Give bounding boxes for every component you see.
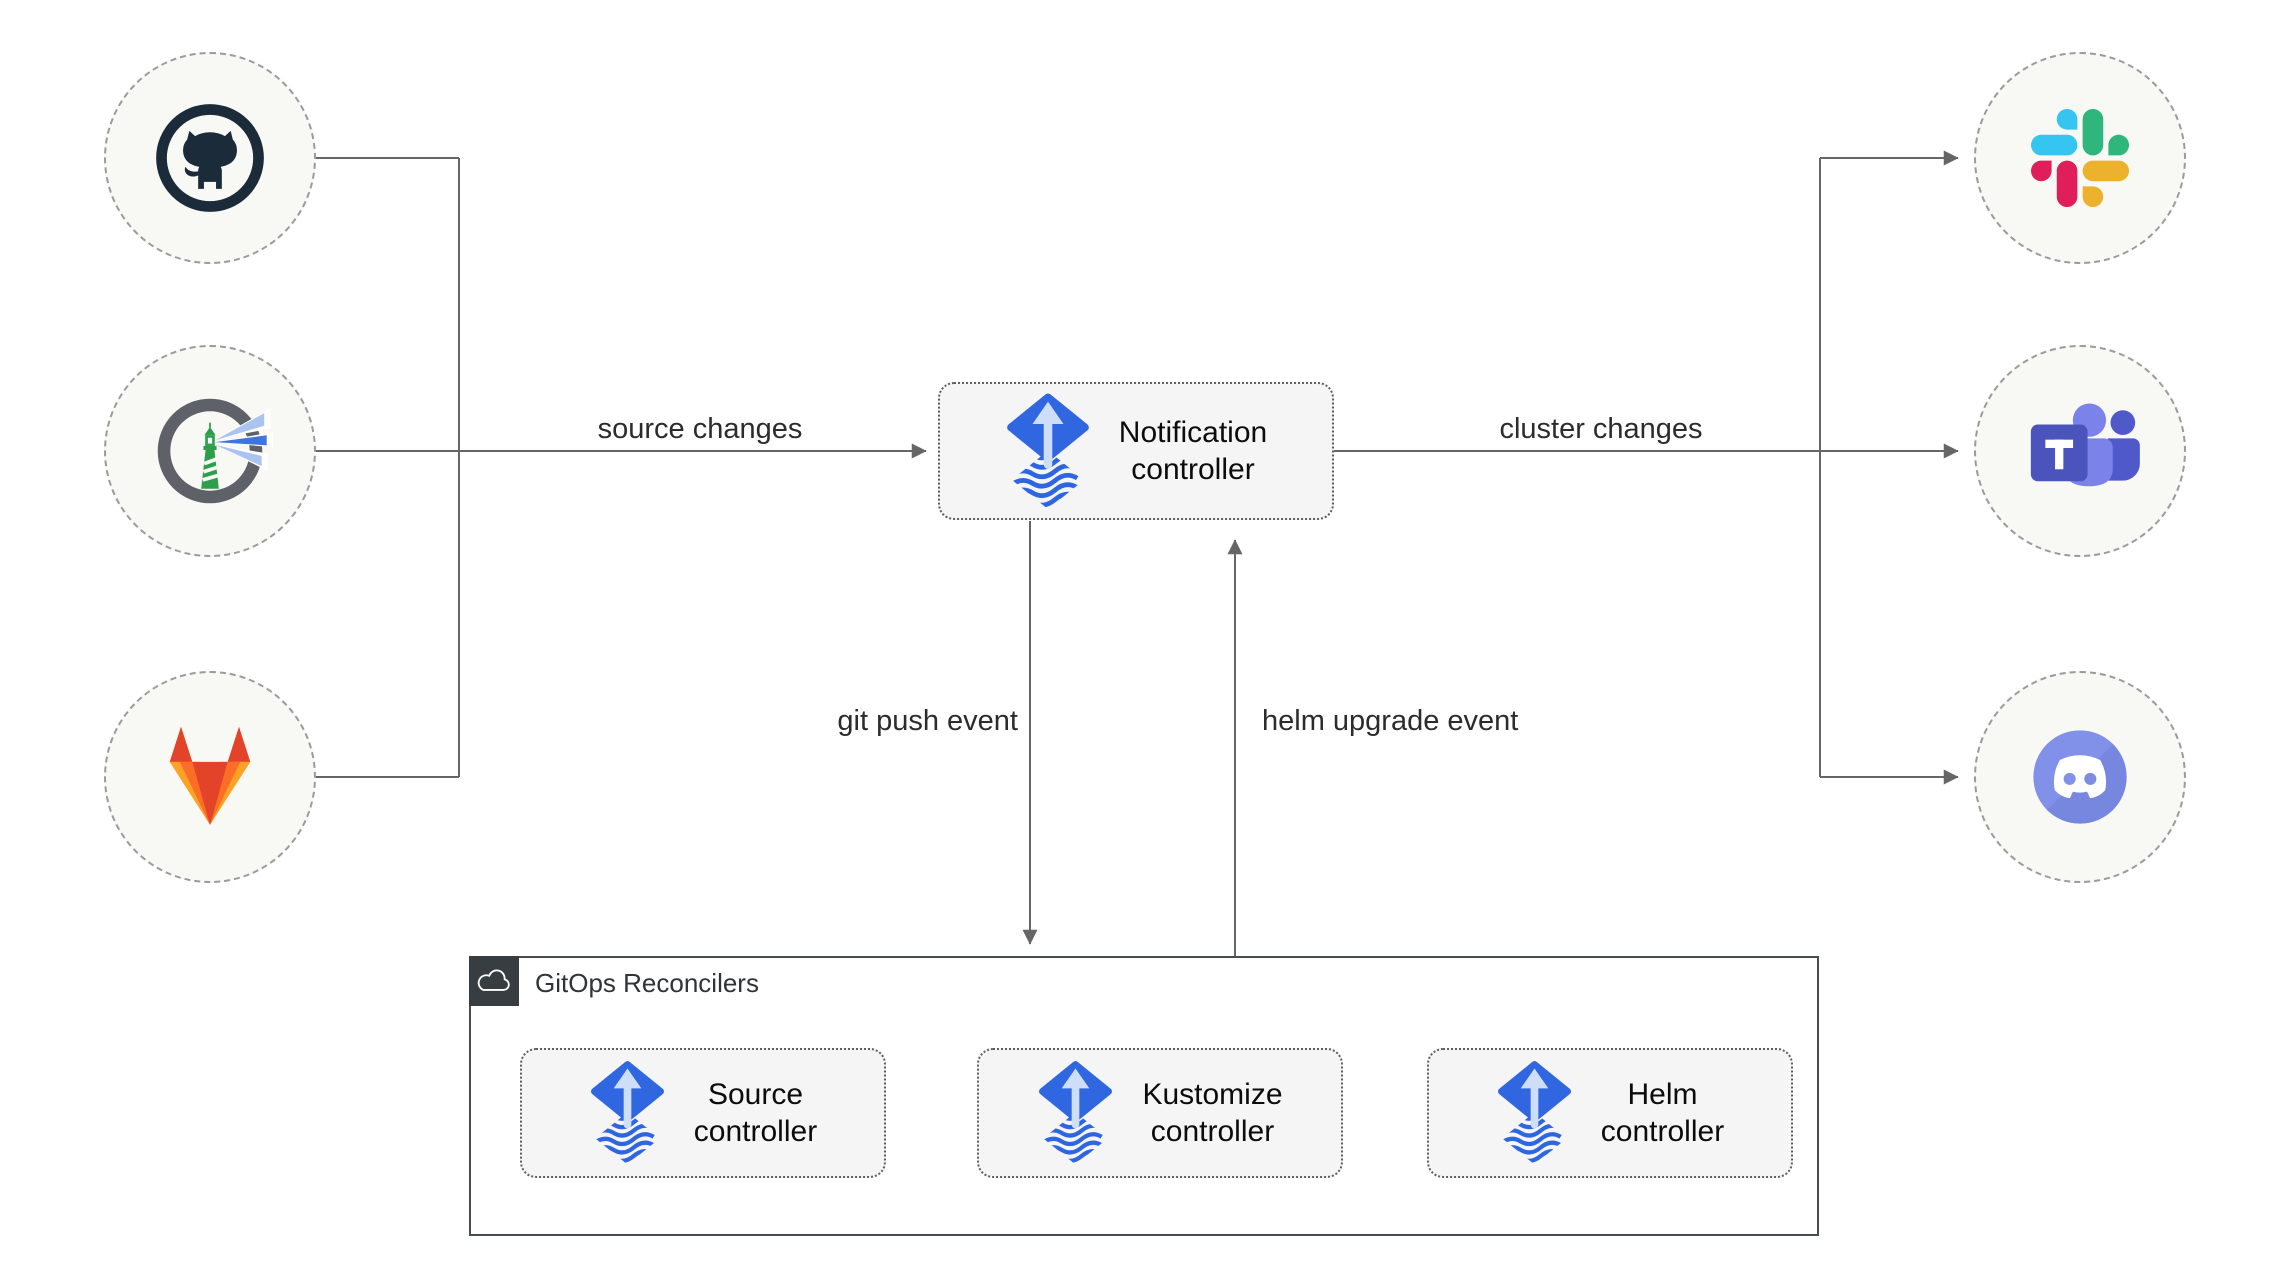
label-line1: Notification: [1118, 416, 1268, 449]
label-line2: controller: [693, 1115, 818, 1148]
label-line2: controller: [1600, 1115, 1725, 1148]
node-source-controller: Source controller: [520, 1048, 886, 1178]
node-kustomize-controller: Kustomize controller: [977, 1048, 1343, 1178]
teams-icon: [2030, 403, 2140, 487]
node-harbor: [104, 345, 316, 557]
node-gitlab: [104, 671, 316, 883]
gitlab-icon: [169, 726, 251, 825]
group-title: GitOps Reconcilers: [535, 968, 759, 998]
flux-icon: [1037, 1060, 1114, 1166]
harbor-icon: [157, 398, 273, 504]
source-controller-label: Source controller: [694, 1076, 817, 1150]
group-gitops-reconcilers: GitOps Reconcilers Source controller Kus…: [469, 956, 1819, 1236]
node-github: [104, 52, 316, 264]
node-discord: [1974, 671, 2186, 883]
flux-icon: [1005, 392, 1091, 511]
label-line1: Kustomize: [1142, 1078, 1283, 1111]
flux-icon: [1496, 1060, 1573, 1166]
kustomize-controller-label: Kustomize controller: [1142, 1076, 1282, 1150]
label-line2: controller: [1131, 453, 1255, 486]
discord-icon: [2033, 730, 2127, 824]
notification-controller-label: Notification controller: [1119, 414, 1267, 488]
label-line1: Helm: [1627, 1078, 1698, 1111]
edge-label-source-changes: source changes: [597, 413, 803, 445]
edge-label-helm-upgrade-event: helm upgrade event: [1262, 705, 1519, 737]
github-icon: [156, 104, 264, 212]
cloud-icon: [477, 969, 510, 991]
label-line2: controller: [1150, 1115, 1275, 1148]
node-slack: [1974, 52, 2186, 264]
node-teams: [1974, 345, 2186, 557]
label-line1: Source: [707, 1078, 804, 1111]
node-notification-controller: Notification controller: [938, 382, 1334, 520]
node-helm-controller: Helm controller: [1427, 1048, 1793, 1178]
slack-icon: [2031, 109, 2129, 207]
edge-label-cluster-changes: cluster changes: [1499, 413, 1703, 445]
flux-icon: [589, 1060, 666, 1166]
group-header-badge: [469, 956, 519, 1006]
edge-label-git-push-event: git push event: [837, 705, 1018, 737]
helm-controller-label: Helm controller: [1601, 1076, 1724, 1150]
